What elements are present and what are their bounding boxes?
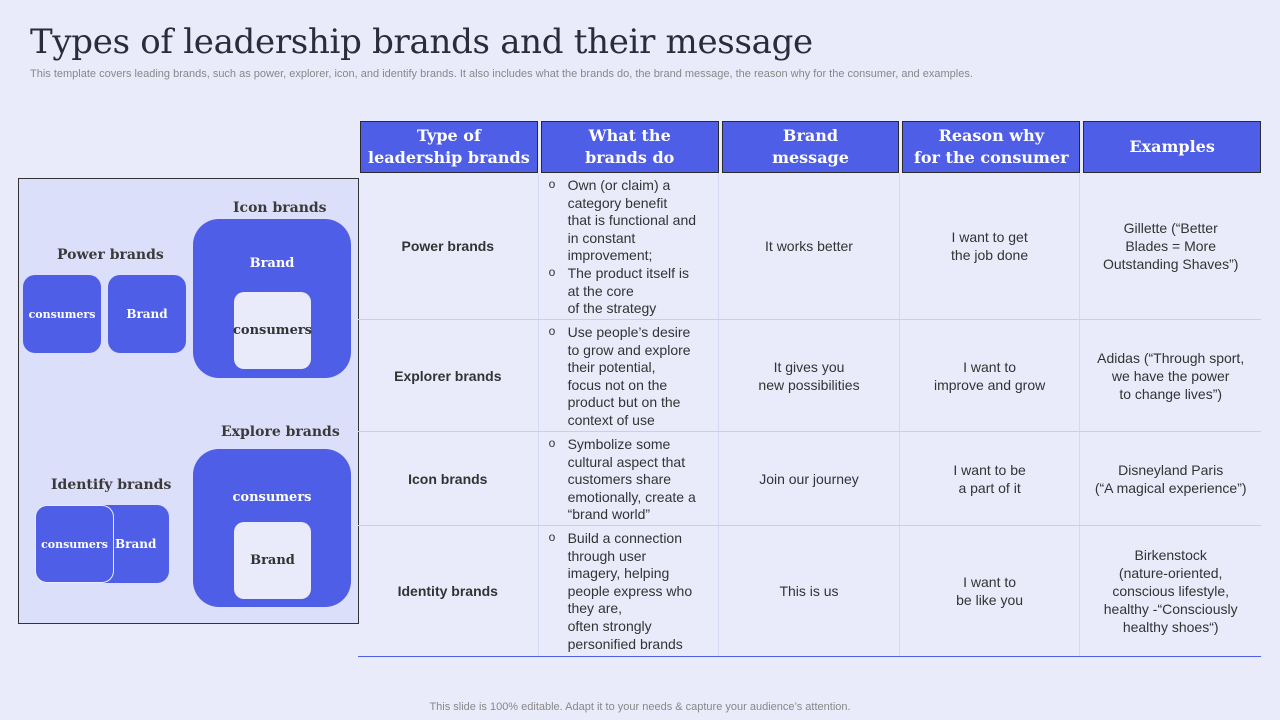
bullet-item: Use people’s desire to grow and explore … xyxy=(547,323,691,430)
bullet-item: The product itself is at the core of the… xyxy=(547,264,696,318)
cell-example: Disneyland Paris (“A magical experience”… xyxy=(1094,461,1247,496)
bullet-item: Build a connection through user imagery,… xyxy=(547,529,693,653)
slide-subtitle: This template covers leading brands, suc… xyxy=(30,68,973,80)
bullet-item: Own (or claim) a category benefit that i… xyxy=(547,176,696,265)
icon-consumers-inner: consumers xyxy=(233,292,312,369)
slide-footer: This slide is 100% editable. Adapt it to… xyxy=(429,701,851,713)
cell-reason-why: I want to be a part of it xyxy=(900,432,1081,525)
icon-brands-label: Icon brands xyxy=(233,200,327,216)
bullet-item: Symbolize some cultural aspect that cust… xyxy=(547,435,696,524)
cell-type: Power brands xyxy=(358,173,539,319)
cell-reason-why: I want to be like you xyxy=(900,526,1081,656)
cell-brand-message: It works better xyxy=(719,173,900,319)
identify-consumers-box: consumers xyxy=(35,505,114,583)
cell-brand-message: This is us xyxy=(719,526,900,656)
header-examples: Examples xyxy=(1083,121,1261,173)
cell-example: Adidas (“Through sport, we have the powe… xyxy=(1097,349,1245,402)
cell-type: Icon brands xyxy=(358,432,539,525)
header-what-brands-do: What the brands do xyxy=(540,121,719,173)
table-row: Identity brands Build a connection throu… xyxy=(358,526,1261,657)
brand-types-diagram: Power brands consumers Brand Icon brands… xyxy=(18,178,359,624)
cell-example: Birkenstock (nature-oriented, conscious … xyxy=(1103,547,1238,635)
power-brand-box: Brand xyxy=(108,275,186,353)
power-brands-label: Power brands xyxy=(57,247,164,263)
icon-brand-outer-label: Brand xyxy=(249,256,295,271)
header-brand-message: Brand message xyxy=(721,121,900,173)
cell-type: Identity brands xyxy=(358,526,539,656)
explore-consumers-outer-label: consumers xyxy=(232,490,312,505)
header-reason-why: Reason why for the consumer xyxy=(902,121,1081,173)
table-header-row: Type of leadership brands What the brand… xyxy=(358,121,1261,173)
header-type: Type of leadership brands xyxy=(360,121,538,173)
slide-title: Types of leadership brands and their mes… xyxy=(30,22,813,62)
identify-brands-label: Identify brands xyxy=(51,477,172,493)
identify-brand-label: Brand xyxy=(115,537,157,551)
cell-type: Explorer brands xyxy=(358,320,539,431)
leadership-brands-table: Type of leadership brands What the brand… xyxy=(358,121,1261,657)
cell-what-brands-do: Build a connection through user imagery,… xyxy=(539,526,720,656)
explore-brands-label: Explore brands xyxy=(221,424,340,440)
table-row: Power brands Own (or claim) a category b… xyxy=(358,173,1261,320)
cell-what-brands-do: Use people’s desire to grow and explore … xyxy=(539,320,720,431)
cell-what-brands-do: Own (or claim) a category benefit that i… xyxy=(539,173,720,319)
cell-reason-why: I want to get the job done xyxy=(900,173,1081,319)
cell-what-brands-do: Symbolize some cultural aspect that cust… xyxy=(539,432,720,525)
cell-example: Gillette (“Better Blades = More Outstand… xyxy=(1102,220,1239,272)
power-consumers-box: consumers xyxy=(23,275,101,353)
cell-brand-message: It gives you new possibilities xyxy=(719,320,900,431)
explore-brand-inner: Brand xyxy=(234,522,311,599)
cell-brand-message: Join our journey xyxy=(719,432,900,525)
table-row: Icon brands Symbolize some cultural aspe… xyxy=(358,432,1261,526)
cell-reason-why: I want to improve and grow xyxy=(900,320,1081,431)
table-row: Explorer brands Use people’s desire to g… xyxy=(358,320,1261,432)
